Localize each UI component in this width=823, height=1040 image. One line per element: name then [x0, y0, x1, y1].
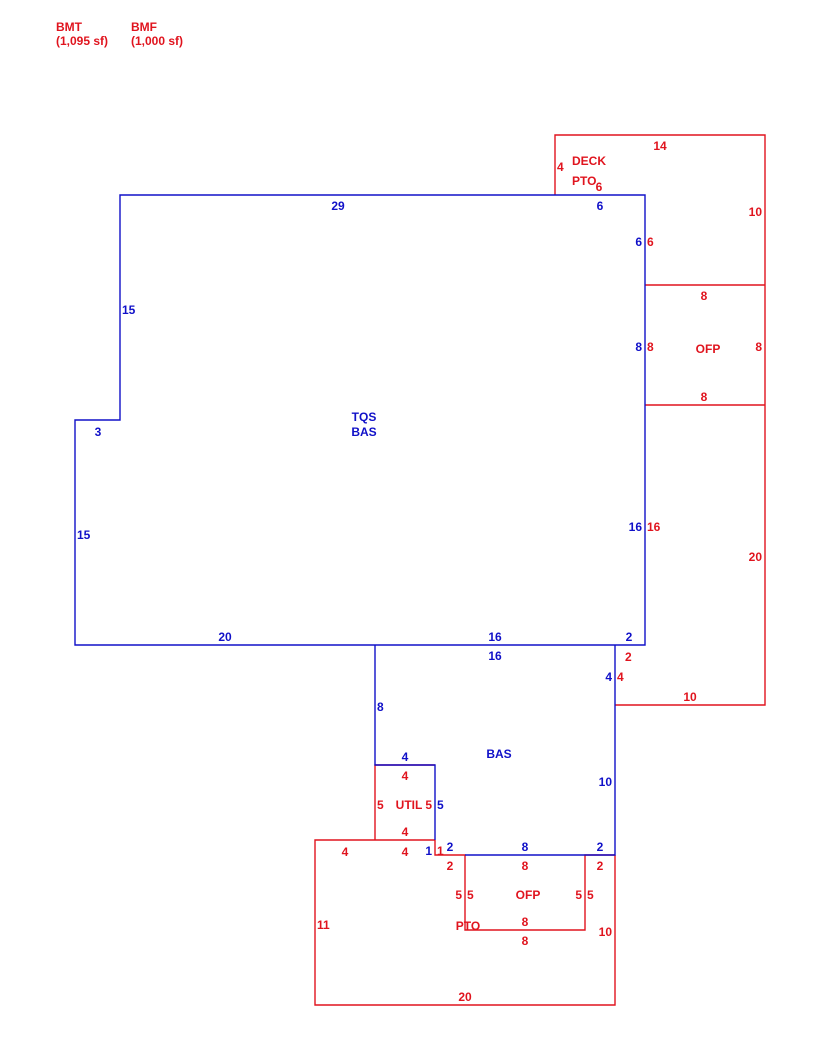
dim-util-top-blue: 4: [402, 750, 409, 764]
area-label-bas-main: BAS: [351, 425, 376, 439]
bas-lower-left-outline: [374, 645, 436, 840]
dim-ofp2-top-red: 8: [522, 859, 529, 873]
dim-ofp2-left-a: 5: [455, 888, 462, 902]
dim-main-bottom-right: 2: [626, 630, 633, 644]
bmf-header: BMF (1,000 sf): [131, 20, 183, 48]
dim-pto-bottom: 20: [458, 990, 472, 1004]
dim-lower-right: 10: [599, 775, 613, 789]
red-outlines: [314, 134, 766, 1006]
dim-main-top: 29: [331, 199, 345, 213]
bmf-code: BMF: [131, 20, 157, 34]
dim-ofp-left: 8: [647, 340, 654, 354]
dim-util-top-red: 4: [402, 769, 409, 783]
dim-step-red-1: 1: [437, 844, 444, 858]
dim-main-right-a: 6: [635, 235, 642, 249]
pto-outline: [314, 839, 616, 1006]
dim-util-bottom: 4: [402, 825, 409, 839]
dim-wing-small2: 4: [617, 670, 624, 684]
dim-wing-side: 16: [647, 520, 661, 534]
dim-deck-pto: 6: [596, 180, 603, 194]
deck-wing-outline: [554, 134, 766, 706]
dim-main-right-c: 16: [629, 520, 643, 534]
dim-ofp2-corner-red: 2: [597, 859, 604, 873]
dim-lower-right-top: 4: [605, 670, 612, 684]
dim-ofp2-top-blue: 8: [522, 840, 529, 854]
area-label-deck: DECK: [572, 154, 606, 168]
dim-wing-small: 2: [625, 650, 632, 664]
dim-ofp-top: 8: [701, 289, 708, 303]
dim-step-blue-1: 1: [425, 844, 432, 858]
dim-pto-right: 10: [599, 925, 613, 939]
tqs-bas-outline: [74, 194, 646, 646]
dim-main-step: 3: [95, 425, 102, 439]
dim-main-left-upper: 15: [122, 303, 136, 317]
area-label-util: UTIL: [396, 798, 423, 812]
dim-step-blue-2: 2: [447, 840, 454, 854]
dim-pto-left: 11: [317, 918, 330, 932]
dim-util-left: 5: [377, 798, 384, 812]
dim-wing-right: 20: [749, 550, 763, 564]
dim-main-right-b: 8: [635, 340, 642, 354]
dim-ofp2-bottom-b: 8: [522, 934, 529, 948]
bmt-area: (1,095 sf): [56, 34, 109, 48]
dim-main-bottom-left: 20: [218, 630, 232, 644]
dim-ofp2-right-a: 5: [575, 888, 582, 902]
dim-deck-right: 10: [749, 205, 763, 219]
dim-main-left-lower: 15: [77, 528, 91, 542]
dim-deck-left: 4: [557, 160, 564, 174]
dim-ofp2-right-b: 5: [587, 888, 594, 902]
dim-ofp2-corner-blue: 2: [597, 840, 604, 854]
dim-main-bottom-mid: 16: [488, 630, 502, 644]
dim-lower-left: 8: [377, 700, 384, 714]
bas-lower-right-outline: [465, 645, 616, 856]
area-label-pto-top: PTO: [572, 174, 596, 188]
dim-ofp-bottom: 8: [701, 390, 708, 404]
bmt-header: BMT (1,095 sf): [56, 20, 108, 48]
dim-deck-top: 14: [653, 139, 667, 153]
dim-util-right-blue: 5: [437, 798, 444, 812]
dim-pto-top-left: 4: [342, 845, 349, 859]
dim-ofp2-left-b: 5: [467, 888, 474, 902]
area-label-ofp-bottom: OFP: [516, 888, 541, 902]
dim-wing-bottom: 10: [683, 690, 697, 704]
dim-main-right-top: 6: [597, 199, 604, 213]
area-label-pto-bottom: PTO: [456, 919, 480, 933]
dim-pto-top-mid: 4: [402, 845, 409, 859]
bmf-area: (1,000 sf): [131, 34, 184, 48]
dim-deck-side: 6: [647, 235, 654, 249]
dim-ofp-right: 8: [755, 340, 762, 354]
dim-util-right-red: 5: [425, 798, 432, 812]
dim-lower-top: 16: [488, 649, 502, 663]
area-label-bas-lower: BAS: [486, 747, 511, 761]
blue-outlines: [74, 194, 646, 856]
area-label-ofp-right: OFP: [696, 342, 721, 356]
dim-step-red-2: 2: [447, 859, 454, 873]
bmt-code: BMT: [56, 20, 82, 34]
dim-ofp2-bottom-a: 8: [522, 915, 529, 929]
area-label-tqs: TQS: [352, 410, 377, 424]
